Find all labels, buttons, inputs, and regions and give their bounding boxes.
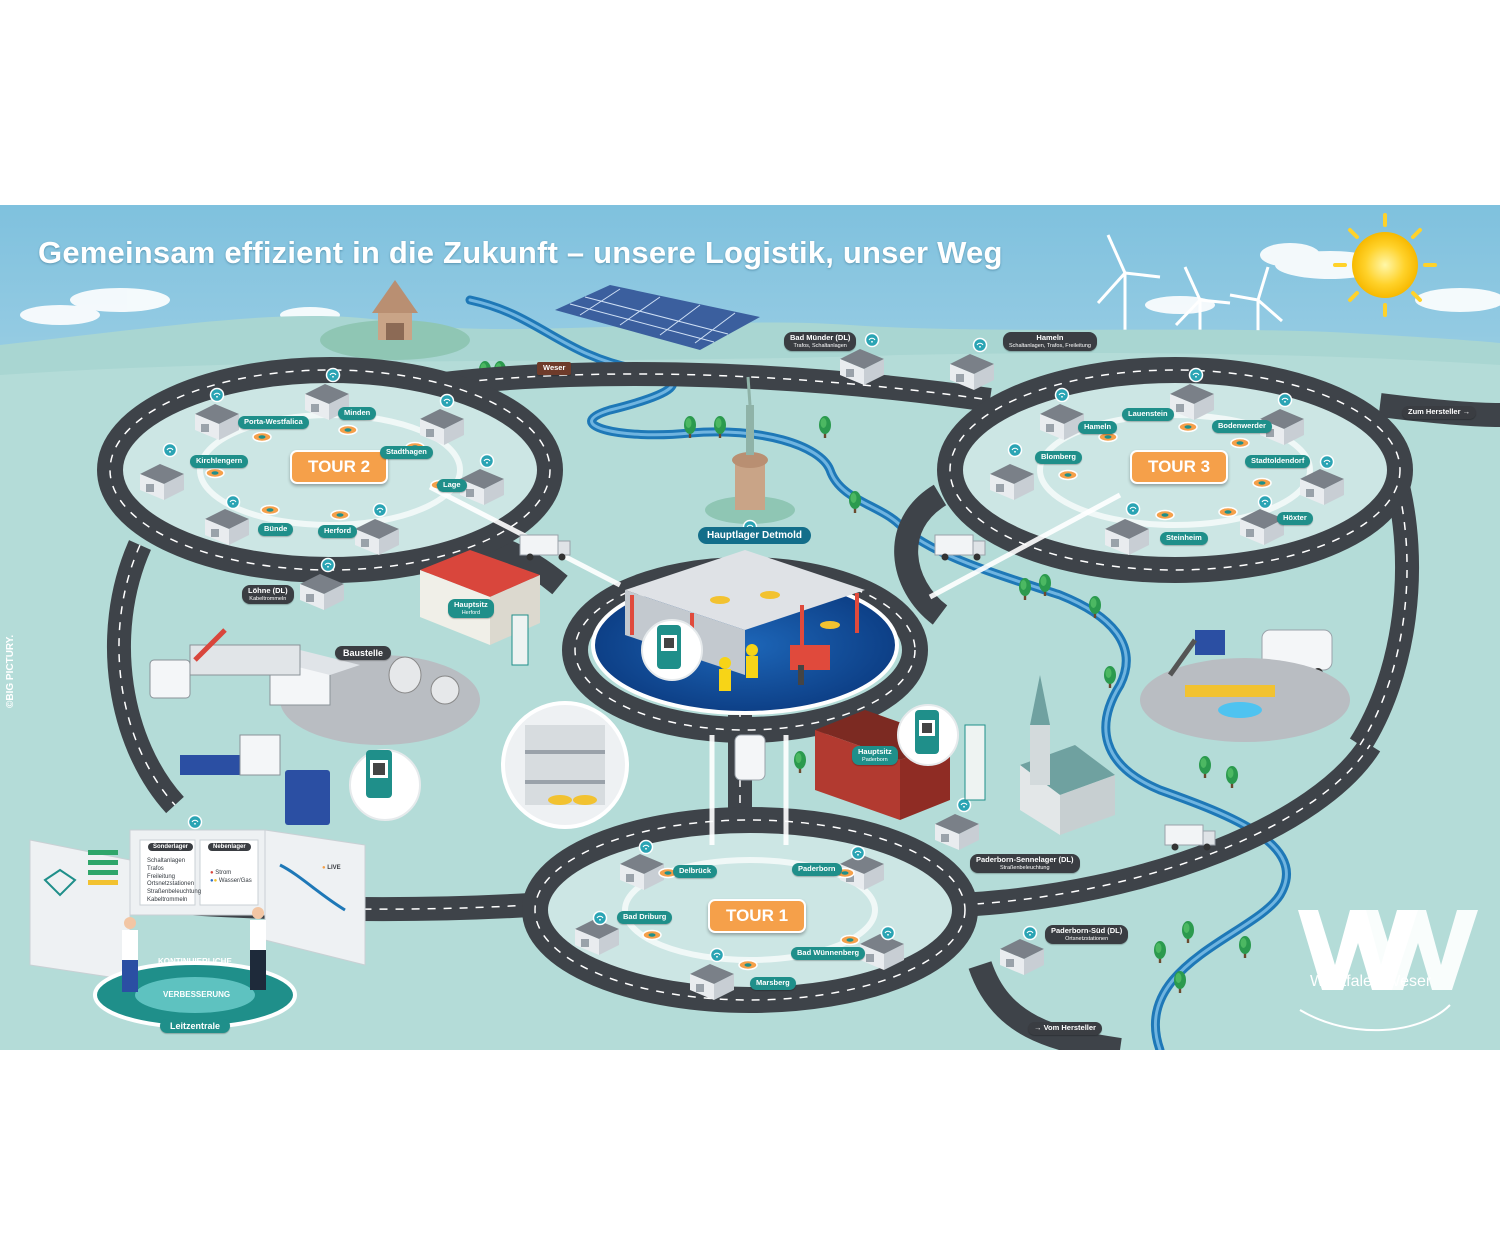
tour-3-badge: TOUR 3 bbox=[1130, 450, 1229, 484]
van-icon bbox=[734, 734, 766, 781]
stop-kirchlengern: Kirchlengern bbox=[190, 455, 249, 468]
logo-name: Westfalen Weser bbox=[1310, 973, 1432, 990]
weser-sign: Weser bbox=[537, 362, 572, 375]
storage-shelf-icon bbox=[525, 725, 605, 805]
stop-hameln: Hameln bbox=[1078, 421, 1118, 434]
stop-bodenwerder: Bodenwerder bbox=[1212, 420, 1272, 433]
stop-lage: Lage bbox=[437, 479, 467, 492]
stop-porta-westfalica: Porta-Westfalica bbox=[238, 416, 309, 429]
live-indicator: ● LIVE bbox=[322, 865, 341, 871]
depot-loehne: Löhne (DL)Kabeltrommeln bbox=[242, 585, 294, 604]
blue-truck-icon bbox=[180, 734, 330, 825]
depot-sennelager: Paderborn-Sennelager (DL)Straßenbeleucht… bbox=[970, 854, 1080, 873]
stop-buende: Bünde bbox=[258, 523, 294, 536]
excavator-icon bbox=[1167, 630, 1225, 677]
panel-secondary-storage-head: Nebenlager bbox=[208, 843, 251, 851]
depot-bad-muender: Bad Münder (DL)Trafos, Schaltanlagen bbox=[784, 332, 857, 351]
stop-delbrueck: Delbrück bbox=[673, 865, 718, 878]
from-manufacturer-label: → Vom Hersteller bbox=[1028, 1022, 1102, 1035]
ring-text-bottom: VERBESSERUNG bbox=[163, 990, 231, 999]
cable-drums bbox=[388, 656, 460, 705]
ring-text-top: KONTINUIERLICHE bbox=[158, 957, 232, 966]
church-icon bbox=[1020, 675, 1115, 835]
panel-special-storage-list: Schaltanlagen Trafos Freileitung Ortsnet… bbox=[147, 858, 202, 903]
sun-icon bbox=[1333, 213, 1437, 317]
control-center-label: Leitzentrale bbox=[160, 1019, 231, 1034]
logistics-infographic: Gemeinsam effizient in die Zukunft – uns… bbox=[0, 205, 1500, 1050]
panel-special-storage-head: Sonderlager bbox=[148, 843, 194, 851]
stop-stadtoldendorf: Stadtoldendorf bbox=[1245, 455, 1311, 468]
stop-bad-wuennenberg: Bad Wünnenberg bbox=[791, 947, 866, 960]
depot-paderborn-sued: Paderborn-Süd (DL)Ortsnetzstationen bbox=[1045, 925, 1129, 944]
panel-secondary-storage-list: ● Strom ●● Wasser/Gas bbox=[210, 870, 252, 884]
control-room bbox=[29, 829, 366, 1029]
tour-1-badge: TOUR 1 bbox=[708, 899, 807, 933]
stop-hoexter: Höxter bbox=[1277, 512, 1313, 525]
wind-turbines bbox=[1096, 234, 1283, 340]
stop-lauenstein: Lauenstein bbox=[1122, 408, 1174, 421]
stop-stadthagen: Stadthagen bbox=[380, 446, 433, 459]
stop-bad-driburg: Bad Driburg bbox=[617, 911, 673, 924]
hermann-monument-icon bbox=[705, 376, 795, 524]
hub-label: Hauptlager Detmold bbox=[698, 527, 812, 544]
westfalen-weser-logo bbox=[1298, 910, 1478, 1032]
stop-blomberg: Blomberg bbox=[1035, 451, 1083, 464]
stop-marsberg: Marsberg bbox=[750, 977, 796, 990]
copyright-note: ©BIG PICTURY. bbox=[5, 635, 25, 708]
construction-site-label: Baustelle bbox=[335, 646, 392, 661]
stop-steinheim: Steinheim bbox=[1160, 532, 1208, 545]
page-title: Gemeinsam effizient in die Zukunft – uns… bbox=[38, 235, 1003, 270]
tour-2-badge: TOUR 2 bbox=[290, 450, 389, 484]
stop-minden: Minden bbox=[338, 407, 377, 420]
stop-herford: Herford bbox=[318, 525, 358, 538]
to-manufacturer-label: Zum Hersteller → bbox=[1402, 406, 1477, 419]
solar-panels-icon bbox=[555, 285, 760, 350]
stop-paderborn: Paderborn bbox=[792, 863, 842, 876]
monument-icon bbox=[372, 280, 418, 340]
lorry-with-crane bbox=[149, 628, 301, 699]
illustration bbox=[0, 205, 1500, 1050]
